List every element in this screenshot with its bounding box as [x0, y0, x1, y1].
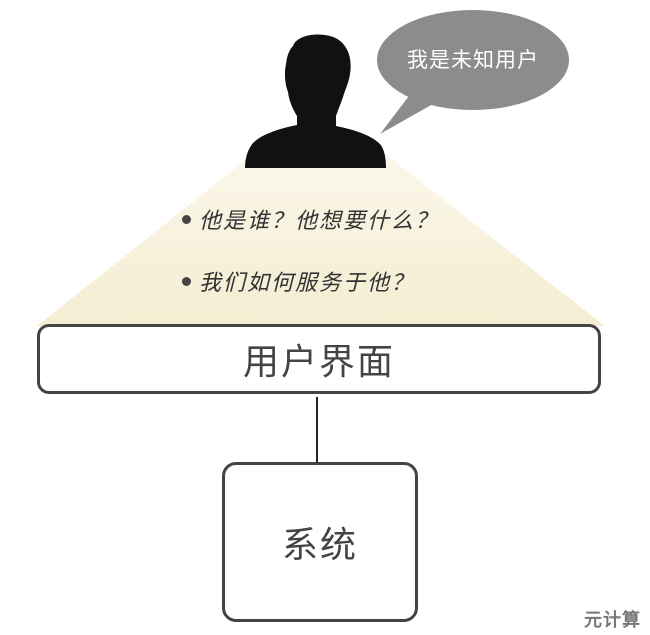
speech-bubble-text: 我是未知用户 — [407, 48, 539, 72]
watermark: 元计算 — [584, 610, 641, 631]
question-text: 我们如何服务于他？ — [199, 271, 416, 296]
question-text: 他是谁？他想要什么？ — [199, 209, 440, 234]
system-label: 系统 — [281, 525, 358, 566]
user-interface-box: 用户界面 — [37, 324, 601, 394]
connector-line — [316, 397, 318, 463]
light-cone — [37, 150, 605, 326]
bullet-icon — [182, 276, 191, 286]
user-silhouette-icon — [245, 34, 386, 168]
system-box: 系统 — [222, 462, 418, 622]
speech-bubble — [377, 10, 569, 134]
user-interface-label: 用户界面 — [242, 342, 395, 383]
question-item: 我们如何服务于他？ — [182, 265, 415, 297]
bullet-icon — [182, 214, 191, 224]
question-item: 他是谁？他想要什么？ — [182, 203, 439, 235]
